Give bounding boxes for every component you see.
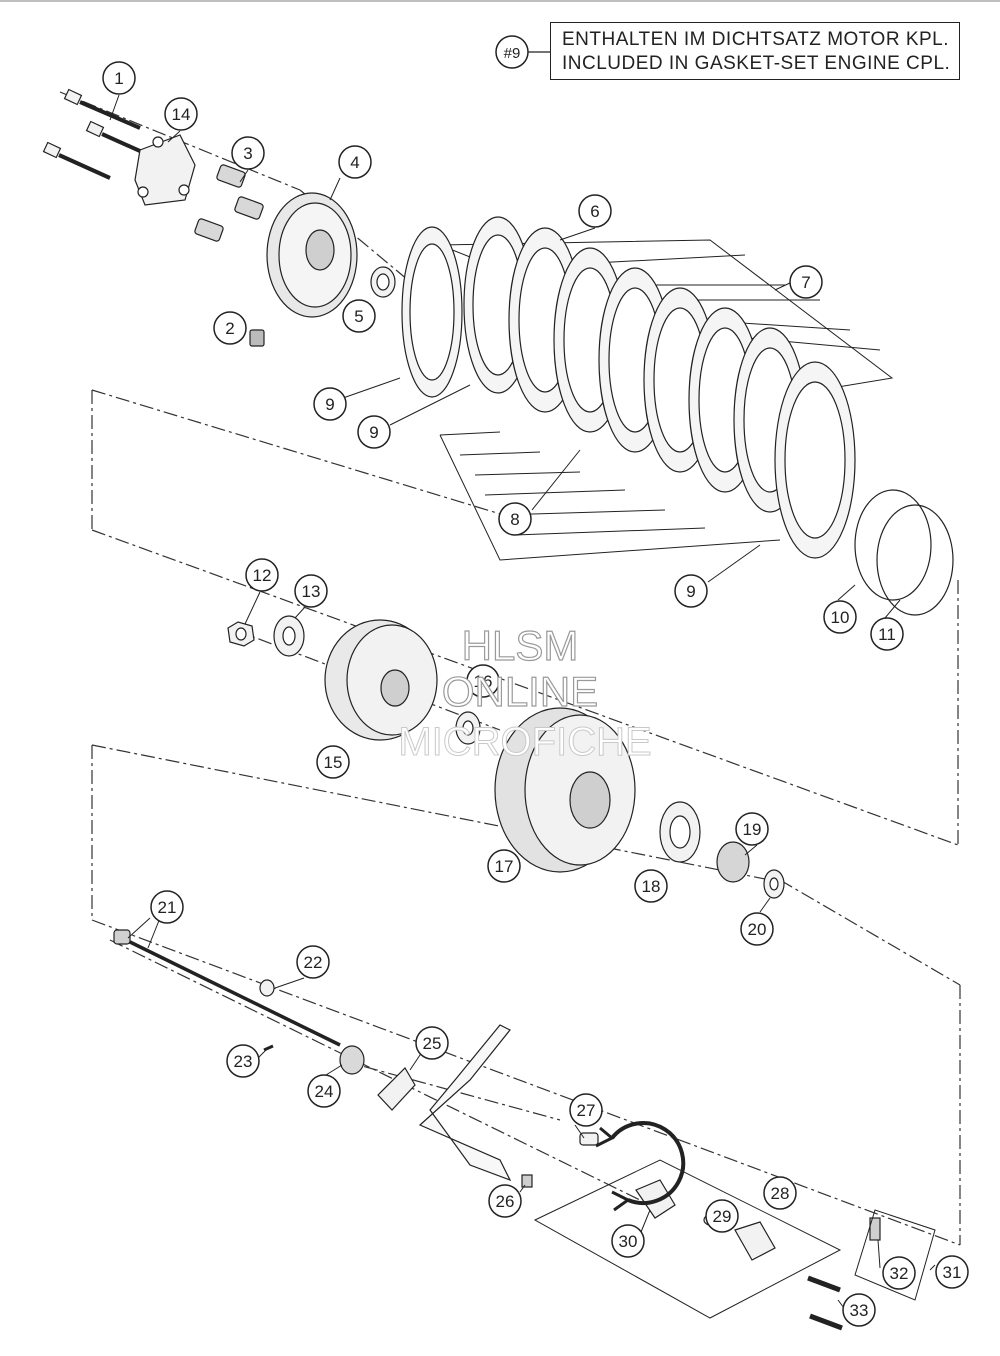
callout-6: 6 <box>590 202 599 221</box>
callout-25: 25 <box>423 1034 442 1053</box>
gasket-set-note: ENTHALTEN IM DICHTSATZ MOTOR KPL. INCLUD… <box>550 22 960 80</box>
callout-12: 12 <box>253 566 272 585</box>
callout-16: 16 <box>474 672 493 691</box>
callout-21: 21 <box>158 898 177 917</box>
callout-24: 24 <box>315 1082 334 1101</box>
callout-32: 32 <box>890 1264 909 1283</box>
callout-5: 5 <box>354 307 363 326</box>
callout-20: 20 <box>748 920 767 939</box>
callout-30: 30 <box>619 1232 638 1251</box>
note-line-english: INCLUDED IN GASKET-SET ENGINE CPL. <box>562 53 951 74</box>
callout-15: 15 <box>324 753 343 772</box>
callout-33: 33 <box>850 1301 869 1320</box>
callout-29: 29 <box>713 1207 732 1226</box>
callout-9-ref: #9 <box>504 45 521 62</box>
callout-22: 22 <box>304 953 323 972</box>
callout-9c: 9 <box>686 582 695 601</box>
callout-26: 26 <box>496 1192 515 1211</box>
callout-11: 11 <box>878 625 896 644</box>
callout-1: 1 <box>114 69 123 88</box>
callout-10: 10 <box>831 608 850 627</box>
callout-9a: 9 <box>325 395 334 414</box>
callout-2: 2 <box>225 319 234 338</box>
note-line-german: ENTHALTEN IM DICHTSATZ MOTOR KPL. <box>562 29 950 50</box>
callout-17: 17 <box>495 857 514 876</box>
callout-28: 28 <box>771 1184 790 1203</box>
callout-19: 19 <box>743 820 762 839</box>
callout-13: 13 <box>302 582 321 601</box>
callout-8: 8 <box>510 510 519 529</box>
callout-9b: 9 <box>369 423 378 442</box>
callout-14: 14 <box>172 105 191 124</box>
callout-27: 27 <box>577 1101 596 1120</box>
callout-31: 31 <box>943 1263 962 1282</box>
callout-3: 3 <box>243 144 252 163</box>
callout-4: 4 <box>350 153 359 172</box>
callout-7: 7 <box>801 273 810 292</box>
callout-18: 18 <box>642 877 661 896</box>
callout-23: 23 <box>234 1052 253 1071</box>
